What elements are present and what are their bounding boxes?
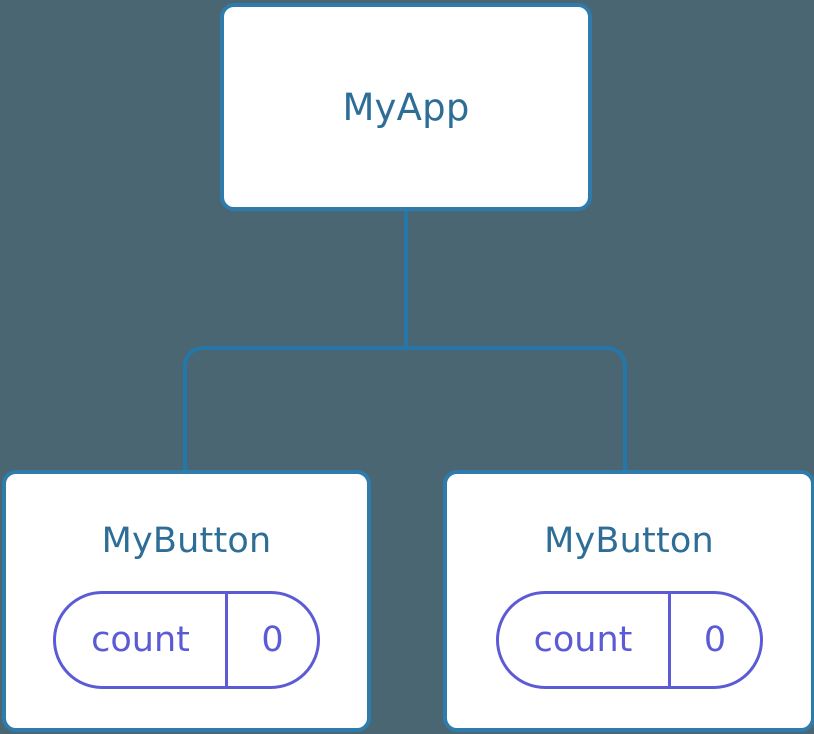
state-pill-left[interactable]: count 0 bbox=[53, 591, 320, 689]
node-myapp-label: MyApp bbox=[342, 85, 470, 129]
state-key-left: count bbox=[56, 594, 228, 686]
node-myapp[interactable]: MyApp bbox=[220, 3, 592, 211]
node-mybutton-left-label: MyButton bbox=[101, 521, 272, 561]
node-mybutton-right[interactable]: MyButton count 0 bbox=[443, 470, 814, 732]
state-pill-right[interactable]: count 0 bbox=[495, 591, 763, 689]
state-value-right: 0 bbox=[703, 619, 727, 660]
state-key-right: count bbox=[499, 594, 671, 686]
node-mybutton-right-label: MyButton bbox=[544, 521, 714, 561]
state-value-left: 0 bbox=[261, 619, 284, 660]
connector-branch-left bbox=[183, 346, 406, 472]
connector-branch-right bbox=[406, 346, 627, 472]
node-mybutton-left[interactable]: MyButton count 0 bbox=[2, 470, 371, 732]
